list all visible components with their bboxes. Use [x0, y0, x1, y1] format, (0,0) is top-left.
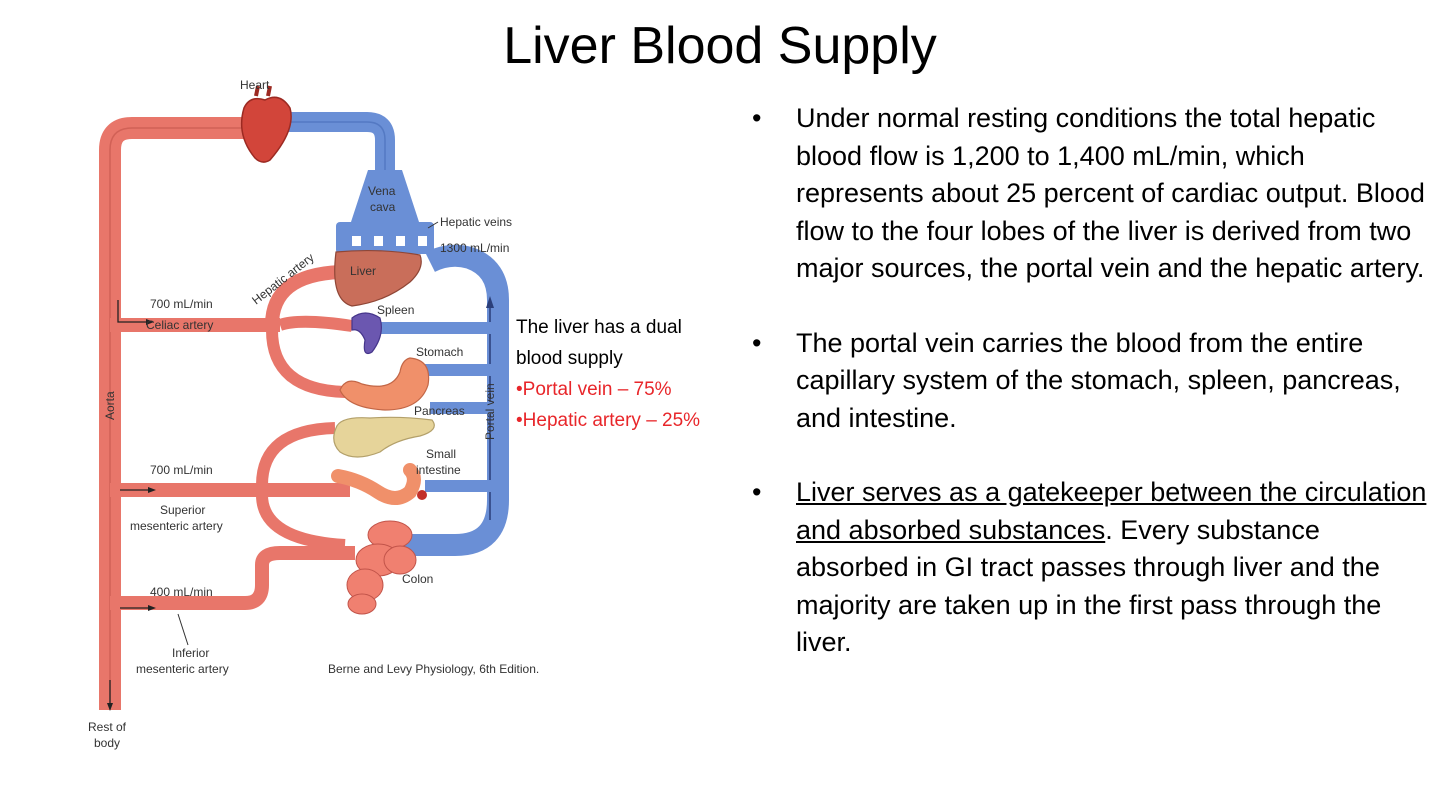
spleen-organ [351, 312, 382, 355]
label-vena-cava: Vena [368, 184, 396, 198]
celiac-flow-arrow [117, 300, 148, 323]
colon-organ [346, 520, 417, 615]
hepatic-veins-leader [427, 221, 439, 229]
hepatic-artery-vessel [265, 265, 341, 326]
mesenteric-vein [425, 480, 497, 492]
bullet-marker: • [752, 103, 762, 133]
sma-arrowhead [148, 487, 156, 493]
heart-vessels [254, 85, 272, 97]
label-rest-of-body: body [94, 736, 120, 750]
bullet-list: • Under normal resting conditions the to… [748, 100, 1428, 699]
portal-vein [402, 244, 509, 556]
hepatic-vein-gap [352, 236, 361, 246]
gastric-artery-vessel [266, 329, 346, 398]
bullet-text: Under normal resting conditions the tota… [796, 103, 1425, 283]
label-sma: mesenteric artery [130, 519, 223, 533]
stomach-organ [339, 357, 430, 411]
slide-title: Liver Blood Supply [503, 17, 937, 75]
pancreatic-vein [430, 402, 497, 414]
bullet-marker: • [752, 327, 762, 358]
heart-organ [240, 96, 292, 163]
label-portal-vein: Portal vein [483, 383, 497, 440]
ima-vessel [110, 546, 355, 610]
label-spleen: Spleen [377, 303, 414, 317]
label-small-intestine: Small [426, 447, 456, 461]
venous-system [282, 112, 509, 556]
splenic-artery-vessel [278, 315, 353, 332]
label-hepatic-veins: Hepatic veins [440, 215, 512, 229]
note-line: The liver has a dual [516, 317, 682, 338]
aorta-outline [109, 127, 245, 710]
gastric-vein [425, 364, 497, 376]
bullet-text-underlined: Liver serves as a gatekeeper between the… [796, 477, 1427, 545]
aorta [99, 117, 245, 710]
liver-blood-supply-diagram: Heart Vena cava Hepatic veins 1300 mL/mi… [88, 78, 539, 750]
small-intestine-end [417, 490, 427, 500]
label-celiac-flow: 700 mL/min [150, 297, 213, 311]
label-small-intestine: intestine [416, 463, 461, 477]
label-sma: Superior [160, 503, 205, 517]
arterial-system [99, 117, 355, 711]
label-stomach: Stomach [416, 345, 463, 359]
vena-cava-outline [282, 121, 386, 215]
label-sma-flow: 700 mL/min [150, 463, 213, 477]
ileocolic-artery-vessel [256, 494, 346, 551]
label-vena-cava: cava [370, 200, 396, 214]
ima-leader [177, 613, 189, 646]
label-liver: Liver [350, 264, 376, 278]
label-citation: Berne and Levy Physiology, 6th Edition. [328, 662, 539, 676]
splenic-vein [375, 322, 497, 334]
bullet-gatekeeper: • Liver serves as a gatekeeper between t… [748, 474, 1428, 662]
label-aorta: Aorta [103, 391, 117, 420]
portal-flow-arrowhead [486, 296, 494, 308]
hepatic-vein-gap [396, 236, 405, 246]
small-intestine-organ [331, 463, 421, 505]
aorta-arrowhead [107, 703, 113, 711]
label-ima: Inferior [172, 646, 209, 660]
label-ima-flow: 400 mL/min [150, 585, 213, 599]
bullet-text: The portal vein carries the blood from t… [796, 327, 1401, 433]
label-pancreas: Pancreas [414, 404, 465, 418]
ima-arrowhead [148, 605, 156, 611]
bullet-marker: • [752, 477, 762, 507]
bullet-portal-vein: • The portal vein carries the blood from… [748, 325, 1428, 438]
label-colon: Colon [402, 572, 433, 586]
note-line: blood supply [516, 348, 623, 369]
liver-organ [334, 249, 422, 307]
hepatic-vein-gap [374, 236, 383, 246]
sma-vessel [110, 483, 350, 497]
label-ima: mesenteric artery [136, 662, 229, 676]
note-portal-vein: •Portal vein – 75% [516, 379, 672, 400]
vena-cava-funnel [350, 170, 420, 225]
celiac-arrowhead [146, 319, 154, 325]
bullet-hepatic-flow: • Under normal resting conditions the to… [748, 100, 1428, 288]
diagram-labels: Heart Vena cava Hepatic veins 1300 mL/mi… [88, 78, 539, 750]
label-hepatic-veins-flow: 1300 mL/min [440, 241, 509, 255]
dual-supply-note: The liver has a dual blood supply •Porta… [516, 312, 756, 436]
bullet-text: . Every substance absorbed in GI tract p… [796, 514, 1382, 658]
label-celiac-artery: Celiac artery [146, 318, 213, 332]
note-hepatic-artery: •Hepatic artery – 25% [516, 410, 701, 431]
label-rest-of-body: Rest of [88, 720, 127, 734]
pancreatic-artery-vessel [256, 422, 336, 486]
label-heart: Heart [240, 78, 270, 92]
organs [240, 85, 435, 615]
hepatic-vein-gap [418, 236, 427, 246]
pancreas-organ [333, 416, 435, 458]
